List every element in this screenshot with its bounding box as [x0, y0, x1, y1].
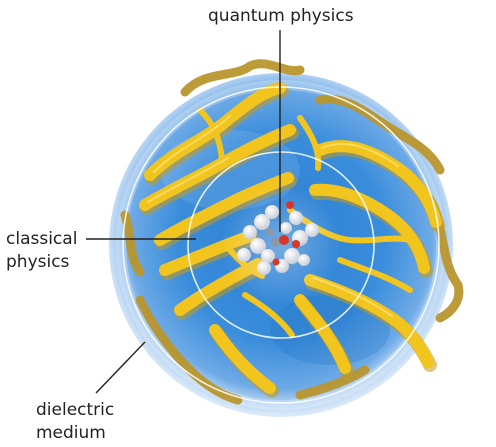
leader-lines — [86, 30, 281, 394]
dielectric-boundary-ring — [122, 86, 440, 404]
classical-physics-text-line2: physics — [6, 252, 70, 272]
dielectric-medium-label: dielectric medium — [36, 399, 114, 445]
protein-ribbons-front — [139, 82, 445, 398]
region-rings — [122, 86, 440, 404]
dielectric-medium-text-line1: dielectric — [36, 400, 115, 420]
dielectric-leader-line — [95, 341, 146, 394]
dielectric-medium-text-line2: medium — [36, 423, 106, 443]
quantum-region-atoms — [237, 201, 319, 275]
quantum-physics-label: quantum physics — [208, 5, 354, 28]
quantum-physics-text: quantum physics — [208, 6, 354, 26]
classical-physics-label: classical physics — [6, 228, 77, 274]
classical-region-ring — [187, 151, 375, 339]
classical-physics-text-line1: classical — [6, 229, 78, 249]
